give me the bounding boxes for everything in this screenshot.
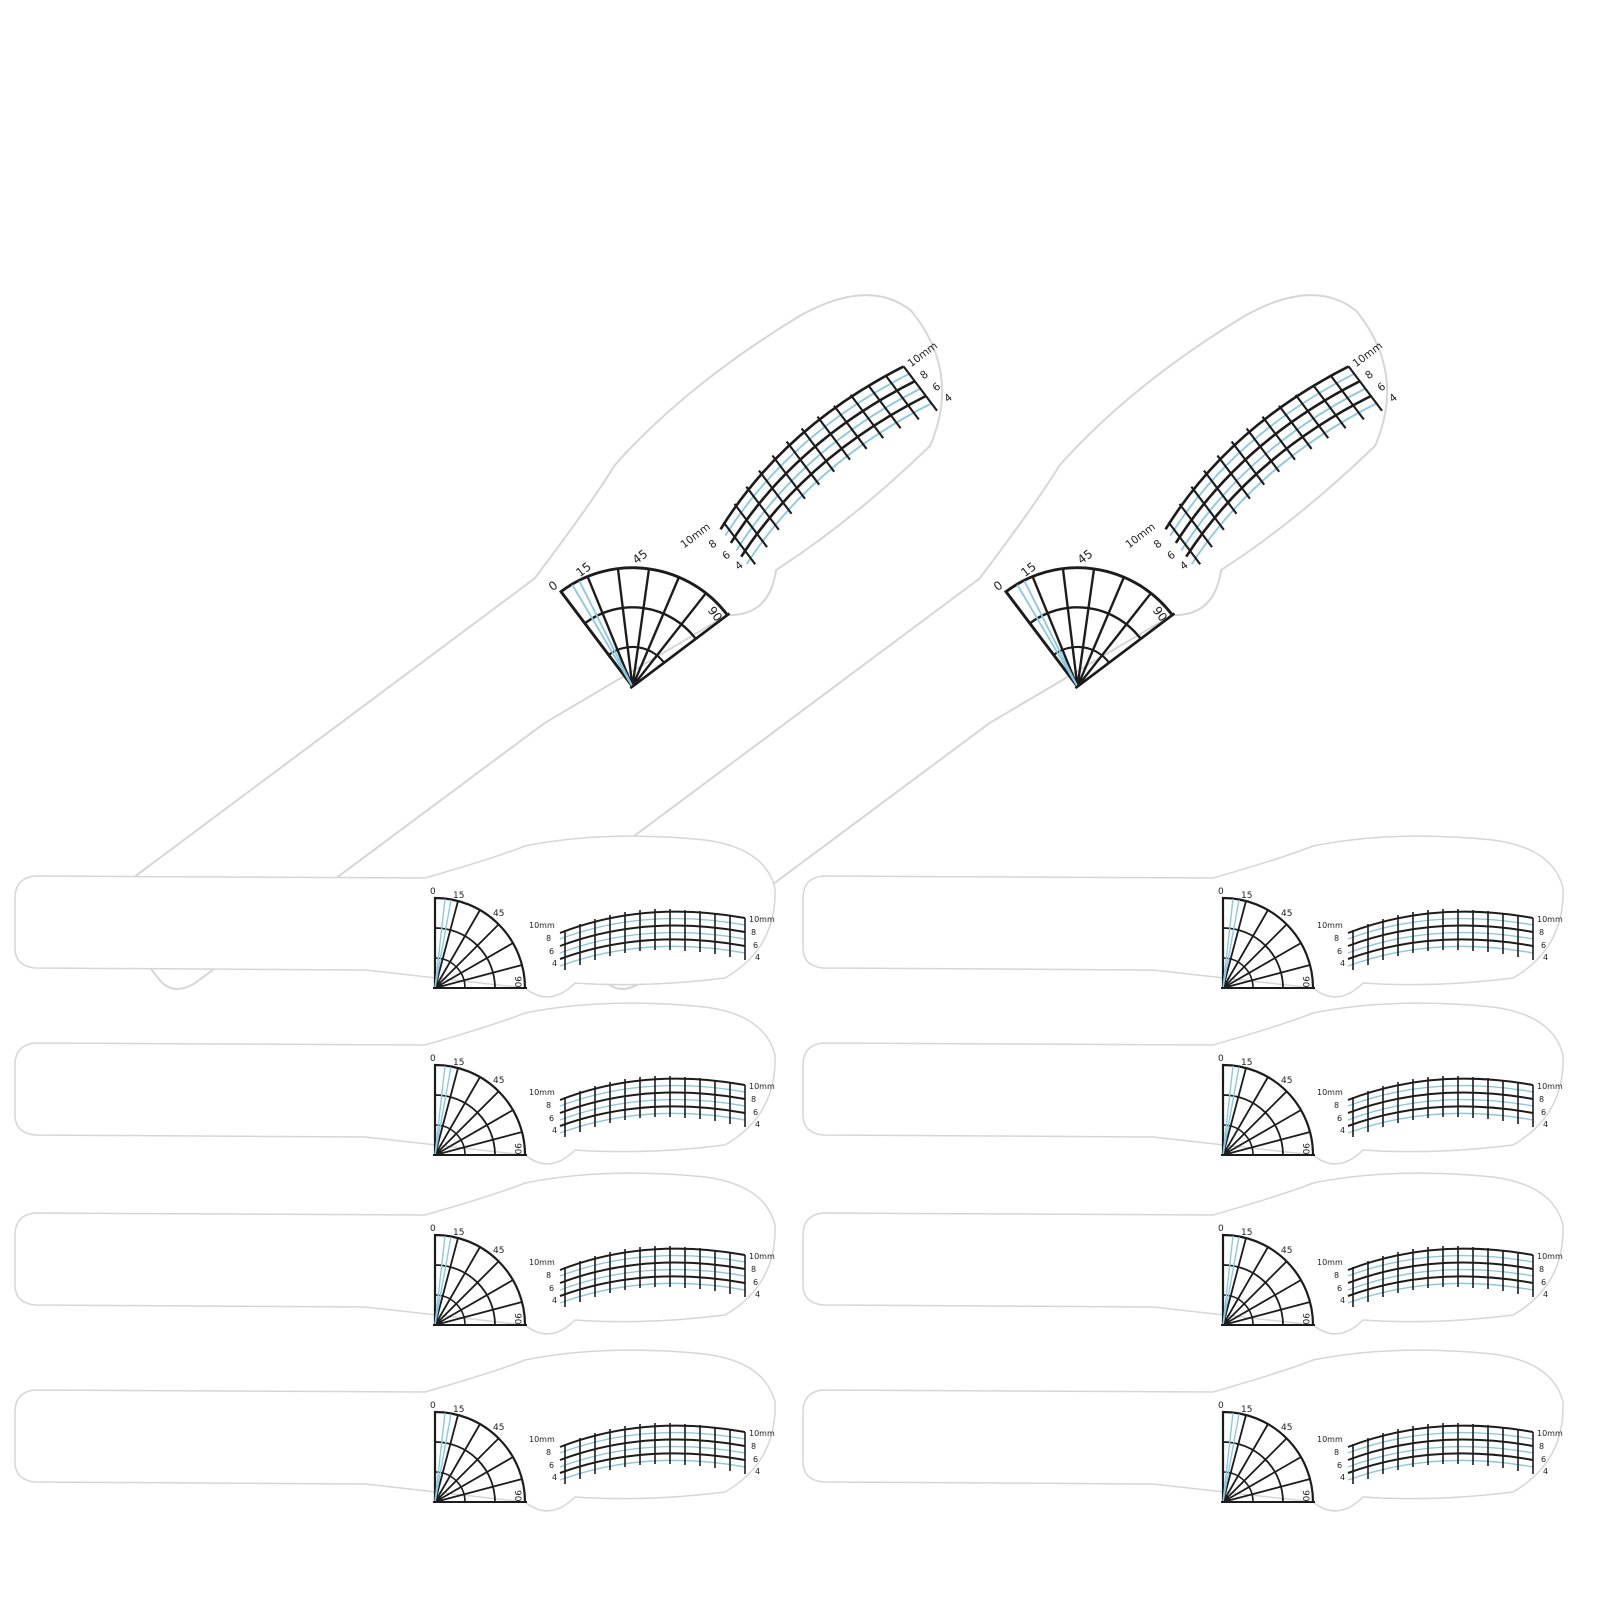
ruler-small-4	[801, 1002, 1565, 1165]
ruler-small-8	[801, 1349, 1565, 1512]
ruler-small-5	[13, 1172, 777, 1335]
ruler-small-6	[801, 1172, 1565, 1335]
ruler-small-3	[13, 1002, 777, 1165]
ruler-small-2	[801, 835, 1565, 998]
ruler-small-1	[13, 835, 777, 998]
ruler-small-7	[13, 1349, 777, 1512]
